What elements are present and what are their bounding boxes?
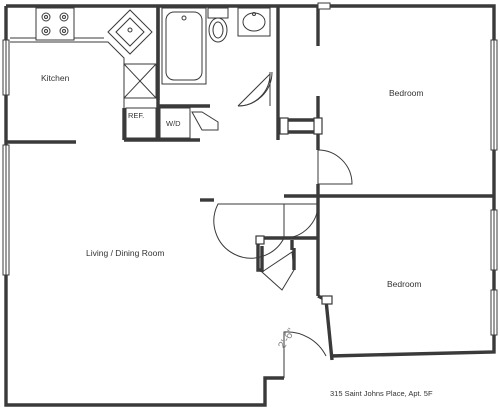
door-jambs — [255, 117, 333, 305]
washer-dryer-icon — [159, 107, 191, 139]
kitchen-fixtures — [10, 7, 191, 139]
windows — [2, 2, 498, 336]
bathtub-icon — [161, 7, 207, 85]
stove-icon — [35, 7, 75, 41]
toilet-icon — [207, 7, 229, 43]
refrigerator-icon — [125, 107, 157, 139]
address-caption: 315 Saint Johns Place, Apt. 5F — [330, 389, 433, 398]
room-label-bedroom-upper: Bedroom — [389, 88, 424, 98]
room-label-bedroom-lower: Bedroom — [387, 279, 422, 289]
room-label-kitchen: Kitchen — [41, 73, 70, 83]
dishwasher-icon — [123, 63, 157, 99]
fixture-label-washer-dryer: W/D — [166, 119, 181, 128]
bathroom-sink-icon — [237, 7, 271, 37]
kitchen-sink-icon — [107, 9, 153, 55]
interior-walls — [6, 6, 494, 361]
doors — [191, 71, 353, 378]
fixture-label-refrigerator: REF. — [128, 111, 145, 120]
bathroom-fixtures — [161, 7, 271, 85]
room-label-living-dining: Living / Dining Room — [86, 248, 165, 258]
outer-walls — [4, 4, 496, 407]
